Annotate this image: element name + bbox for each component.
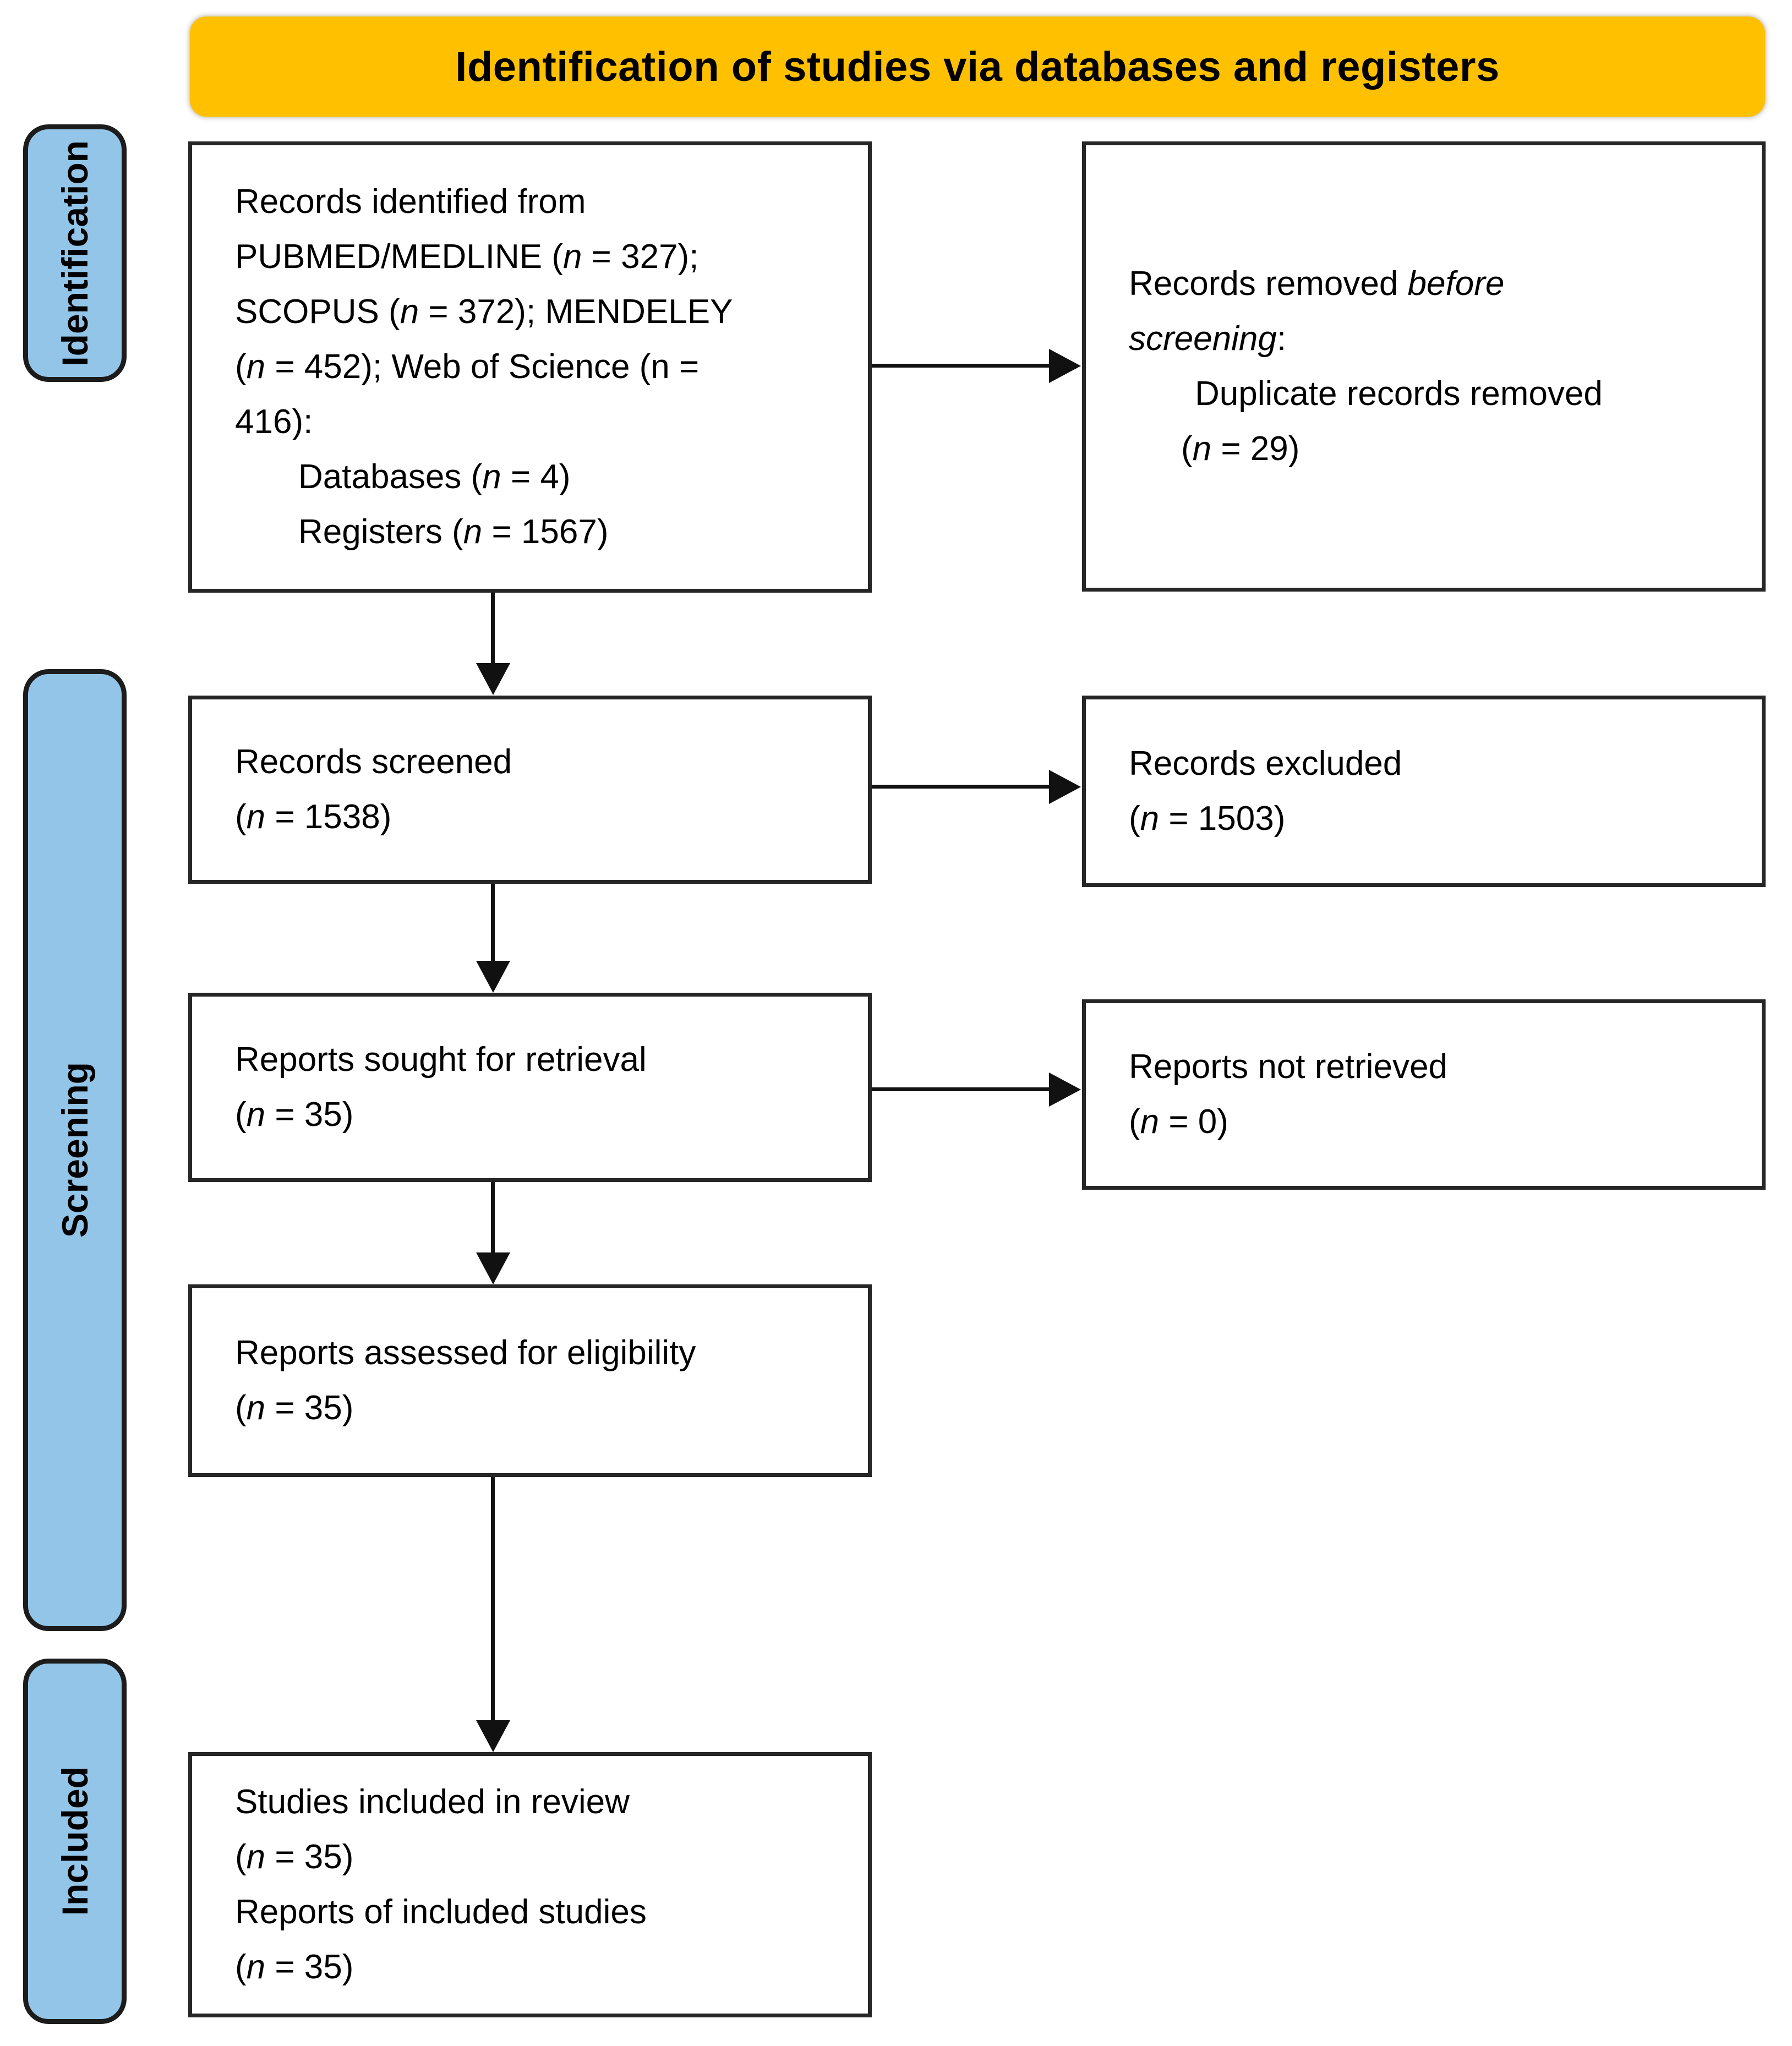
text-line: (n = 35) xyxy=(235,1389,354,1427)
header-band: Identification of studies via databases … xyxy=(190,17,1765,117)
arrow-head-down-icon xyxy=(476,1252,510,1284)
text-line: (n = 35) xyxy=(235,1096,354,1134)
text-line: Reports sought for retrieval xyxy=(235,1041,647,1079)
box-records-removed-before-screening: Records removed before screening: Duplicat… xyxy=(1082,141,1766,592)
arrow-line xyxy=(872,785,1051,789)
stage-label-identification: Identification xyxy=(54,140,95,366)
stage-label-included: Included xyxy=(54,1766,95,1916)
text-line: (n = 1538) xyxy=(235,798,392,836)
text-line: Reports assessed for eligibility xyxy=(235,1334,696,1372)
text-line: Databases (n = 4) xyxy=(298,458,571,496)
arrow-line xyxy=(491,1477,495,1722)
arrow-line xyxy=(491,884,495,963)
arrow-head-down-icon xyxy=(476,663,510,695)
text-line: Records removed before xyxy=(1129,265,1505,303)
text-line: SCOPUS (n = 372); MENDELEY xyxy=(235,293,733,331)
header-title: Identification of studies via databases … xyxy=(455,43,1500,90)
text-line: Studies included in review xyxy=(235,1783,630,1821)
text-line: Reports not retrieved xyxy=(1129,1048,1447,1086)
text-line: Duplicate records removed xyxy=(1195,375,1603,413)
text-line: (n = 0) xyxy=(1129,1103,1228,1141)
text-line: (n = 452); Web of Science (n = xyxy=(235,348,700,386)
arrow-head-down-icon xyxy=(476,1720,510,1752)
arrow-head-right-icon xyxy=(1049,770,1081,804)
text-line: 416): xyxy=(235,403,313,441)
text-line: (n = 1503) xyxy=(1129,800,1286,838)
text-line: (n = 35) xyxy=(235,1838,354,1876)
stage-bar-identification: Identification xyxy=(23,124,127,382)
arrow-head-down-icon xyxy=(476,961,510,993)
text-line: Records identified from xyxy=(235,183,586,221)
stage-bar-included: Included xyxy=(23,1659,127,2024)
arrow-line xyxy=(491,593,495,666)
text-line: Reports of included studies xyxy=(235,1893,647,1931)
box-studies-included-in-review: Studies included in review (n = 35) Report… xyxy=(188,1752,872,2017)
text-line: screening: xyxy=(1129,320,1287,358)
stage-bar-screening: Screening xyxy=(23,669,127,1631)
text-line: PUBMED/MEDLINE (n = 327); xyxy=(235,238,699,276)
arrow-head-right-icon xyxy=(1049,349,1081,383)
text-line: (n = 35) xyxy=(235,1948,354,1986)
arrow-head-right-icon xyxy=(1049,1073,1081,1107)
arrow-line xyxy=(872,1087,1051,1091)
text-line: Records excluded xyxy=(1129,745,1402,783)
arrow-line xyxy=(491,1182,495,1255)
box-records-excluded: Records excluded (n = 1503) xyxy=(1082,696,1766,887)
box-reports-not-retrieved: Reports not retrieved (n = 0) xyxy=(1082,999,1766,1190)
box-records-screened: Records screened (n = 1538) xyxy=(188,696,872,884)
text-line: Registers (n = 1567) xyxy=(298,513,609,551)
text-line: Records screened xyxy=(235,743,512,781)
text-line: (n = 29) xyxy=(1181,430,1300,468)
box-reports-sought-for-retrieval: Reports sought for retrieval (n = 35) xyxy=(188,993,872,1182)
stage-label-screening: Screening xyxy=(54,1062,95,1238)
box-reports-assessed-for-eligibility: Reports assessed for eligibility (n = 35) xyxy=(188,1284,872,1477)
arrow-line xyxy=(872,364,1051,368)
